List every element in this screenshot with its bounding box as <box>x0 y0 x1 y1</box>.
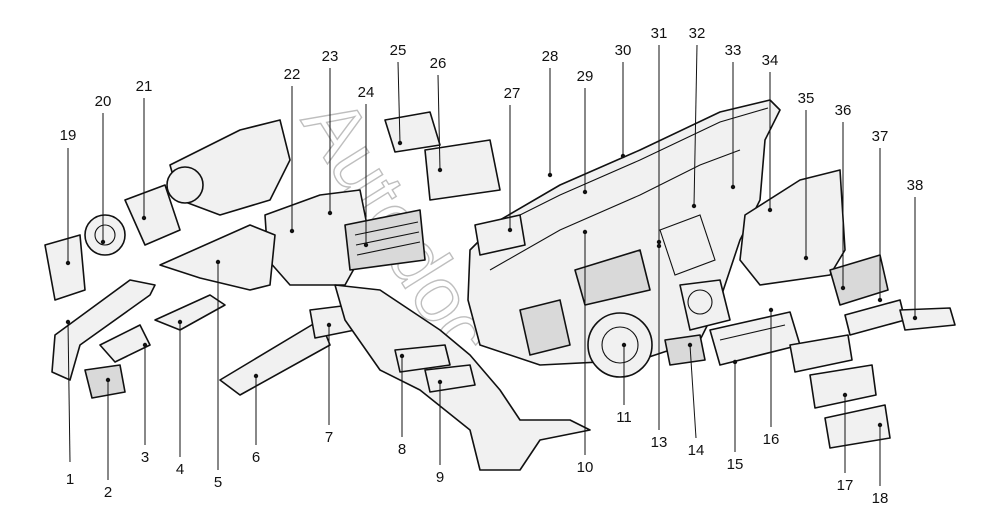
vent-set <box>789 334 891 449</box>
callout-28: 28 <box>542 48 559 65</box>
callout-11: 11 <box>616 409 632 426</box>
console-housing <box>739 169 956 336</box>
callout-3: 3 <box>141 449 149 466</box>
callout-25: 25 <box>390 42 407 59</box>
callout-9: 9 <box>436 469 444 486</box>
callout-8: 8 <box>398 441 406 458</box>
blower-assembly <box>44 119 291 301</box>
callout-37: 37 <box>872 128 889 145</box>
air-ducts <box>51 224 591 471</box>
leader-dots <box>65 140 918 428</box>
instrument-cluster <box>587 279 801 378</box>
callout-17: 17 <box>837 477 854 494</box>
callout-34: 34 <box>762 52 779 69</box>
callout-labels: 1 2 3 4 5 6 7 8 9 10 11 13 14 15 16 17 1… <box>60 25 924 507</box>
callout-27: 27 <box>504 85 521 102</box>
callout-6: 6 <box>252 449 260 466</box>
callout-20: 20 <box>95 93 112 110</box>
callout-30: 30 <box>615 42 632 59</box>
callout-13: 13 <box>651 434 668 451</box>
callout-19: 19 <box>60 127 77 144</box>
leader-lines <box>67 44 916 486</box>
callout-7: 7 <box>325 429 333 446</box>
callout-22: 22 <box>284 66 301 83</box>
callout-21: 21 <box>136 78 153 95</box>
callout-23: 23 <box>322 48 339 65</box>
callout-33: 33 <box>725 42 742 59</box>
callout-5: 5 <box>214 474 222 491</box>
callout-24: 24 <box>358 84 375 101</box>
callout-1: 1 <box>66 471 74 488</box>
callout-18: 18 <box>872 490 889 507</box>
callout-31: 31 <box>651 25 668 42</box>
callout-36: 36 <box>835 102 852 119</box>
callout-15: 15 <box>727 456 744 473</box>
callout-29: 29 <box>577 68 594 85</box>
callout-35: 35 <box>798 90 815 107</box>
heater-box <box>264 189 426 286</box>
callout-14: 14 <box>688 442 705 459</box>
callout-16: 16 <box>763 431 780 448</box>
callout-10: 10 <box>577 459 594 476</box>
callout-38: 38 <box>907 177 924 194</box>
callout-4: 4 <box>176 461 184 478</box>
callout-2: 2 <box>104 484 112 501</box>
callout-32: 32 <box>689 25 706 42</box>
callout-26: 26 <box>430 55 447 72</box>
